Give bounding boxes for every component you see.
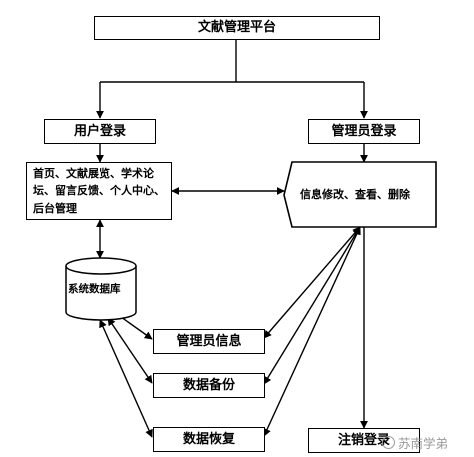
watermark-logo-icon	[382, 436, 395, 449]
user-functions-node: 首页、文献展览、学术论坛、留言反馈、个人中心、后台管理	[26, 162, 172, 220]
arrow-db-data-restore	[99, 319, 153, 438]
arrow-data-backup-to-functions	[263, 226, 361, 385]
arrow-db-data-backup	[107, 317, 153, 384]
database-cylinder	[65, 257, 137, 321]
watermark: 苏南学弟	[382, 433, 448, 452]
admin-login-node: 管理员登录	[308, 119, 420, 144]
user-login-node: 用户登录	[44, 119, 156, 144]
platform-node: 文献管理平台	[94, 16, 380, 40]
admin-functions-node: 信息修改、查看、删除	[300, 187, 410, 201]
admin-functions-shape	[283, 161, 437, 228]
data-restore-node: 数据恢复	[153, 427, 265, 452]
database-node: 系统数据库	[68, 283, 121, 295]
watermark-text: 苏南学弟	[398, 436, 449, 451]
data-backup-node: 数据备份	[153, 373, 265, 398]
arrow-admin-info-to-functions	[263, 226, 361, 339]
arrow-data-restore-to-functions	[263, 226, 361, 437]
logout-node: 注销登录	[308, 428, 420, 453]
admin-info-node: 管理员信息	[153, 329, 265, 354]
